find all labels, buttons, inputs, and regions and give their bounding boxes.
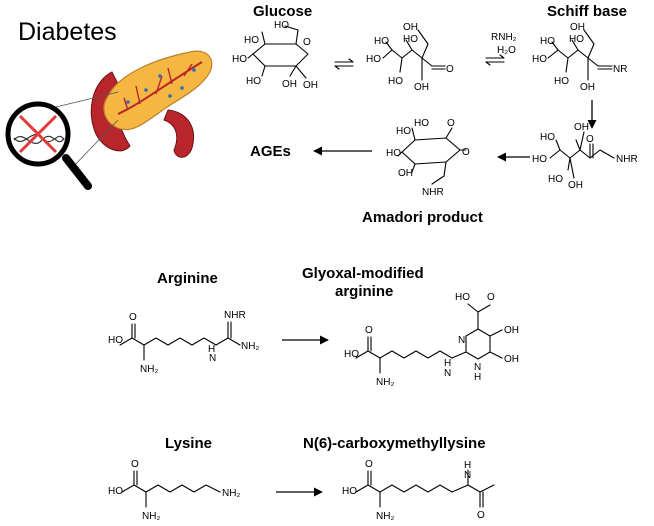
equilibrium-arrows <box>334 54 505 70</box>
atom-label: NH₂ <box>376 377 394 388</box>
atom-label: OH <box>580 82 595 93</box>
atom-label: HO <box>366 54 381 65</box>
atom-label: HO <box>274 20 289 31</box>
atom-label: HO <box>108 335 123 346</box>
atom-label: OH <box>504 325 519 336</box>
atom-label: O <box>462 147 470 158</box>
glucose-label: Glucose <box>253 3 312 20</box>
glucose-structure: HO O HO HO HO OH OH <box>232 20 318 91</box>
atom-label: NHR <box>224 310 246 321</box>
lysine-label: Lysine <box>165 435 212 452</box>
schiff-base-label: Schiff base <box>547 3 627 20</box>
atom-label: NH₂ <box>376 511 394 522</box>
atom-label: O <box>365 325 373 336</box>
amadori-structure: HO O HO HO O OH NHR <box>386 118 470 198</box>
atom-label: HO <box>569 34 584 45</box>
cml-structure: HO O NH₂ H N O <box>342 459 495 522</box>
reagent-amine: RNH₂ <box>491 32 517 43</box>
atom-label: H <box>474 372 481 383</box>
atom-label: H <box>464 460 471 471</box>
atom-label: HO <box>396 126 411 137</box>
atom-label: N <box>209 353 216 364</box>
atom-label: HO <box>244 35 259 46</box>
crossed-dna-icon <box>13 114 65 154</box>
arginine-label: Arginine <box>157 270 218 287</box>
atom-label: HO <box>232 54 247 65</box>
diabetes-title: Diabetes <box>18 18 117 46</box>
atom-label: NHR <box>422 187 444 198</box>
atom-label: OH <box>398 168 413 179</box>
atom-label: OH <box>403 22 418 33</box>
atom-label: OH <box>570 22 585 33</box>
atom-label: N <box>464 470 471 481</box>
atom-label: O <box>477 510 485 521</box>
cml-label: N(6)-carboxymethyllysine <box>303 435 486 452</box>
atom-label: HO <box>540 132 555 143</box>
atom-label: O <box>365 459 373 470</box>
ketoamine-structure: OH O HO HO HO OH NHR <box>532 122 638 191</box>
atom-label: OH <box>282 79 297 90</box>
atom-label: HO <box>388 76 403 87</box>
atom-label: HO <box>455 292 470 303</box>
open-chain-glucose: OH HO HO HO HO OH O <box>366 22 454 93</box>
lysine-structure: HO O NH₂ NH₂ <box>108 459 240 522</box>
zoom-line <box>51 91 119 109</box>
atom-label: HO <box>532 54 547 65</box>
atom-label: NH₂ <box>140 364 158 375</box>
atom-label: H <box>208 344 215 355</box>
zoom-line <box>69 119 119 171</box>
reagent-water: H₂O <box>497 45 516 56</box>
atom-label: HO <box>532 154 547 165</box>
atom-label: N <box>474 362 481 373</box>
atom-label: OH <box>504 354 519 365</box>
ages-label: AGEs <box>250 143 291 160</box>
atom-label: N <box>458 335 465 346</box>
atom-label: HO <box>344 349 359 360</box>
atom-label: NR <box>613 64 627 75</box>
glyoxal-label-1: Glyoxal-modified <box>302 265 424 282</box>
atom-label: OH <box>574 122 589 133</box>
atom-label: HO <box>414 118 429 129</box>
atom-label: NH₂ <box>241 341 259 352</box>
glyoxal-arginine-structure: HO O NH₂ H N N N H HO O OH OH <box>344 292 519 388</box>
amadori-label: Amadori product <box>362 209 483 226</box>
atom-label: OH <box>568 180 583 191</box>
atom-label: N <box>444 368 451 379</box>
atom-label: O <box>303 37 311 48</box>
atom-label: HO <box>374 36 389 47</box>
atom-label: HO <box>386 148 401 159</box>
schiff-base-structure: OH HO HO HO HO OH NR <box>532 22 627 93</box>
atom-label: HO <box>540 36 555 47</box>
atom-label: O <box>447 118 455 129</box>
arginine-structure: HO O NH₂ H N NHR NH₂ <box>108 310 259 375</box>
atom-label: O <box>446 64 454 75</box>
atom-label: O <box>129 312 137 323</box>
pancreas-icon <box>90 50 213 158</box>
glyoxal-label-2: arginine <box>335 283 393 300</box>
atom-label: HO <box>554 76 569 87</box>
atom-label: HO <box>403 34 418 45</box>
atom-label: O <box>131 459 139 470</box>
atom-label: HO <box>548 174 563 185</box>
atom-label: NHR <box>616 154 638 165</box>
atom-label: H <box>444 358 451 369</box>
atom-label: O <box>586 134 594 145</box>
atom-label: NH₂ <box>142 511 160 522</box>
atom-label: HO <box>246 76 261 87</box>
atom-label: OH <box>303 80 318 91</box>
atom-label: HO <box>108 486 123 497</box>
atom-label: HO <box>342 486 357 497</box>
atom-label: NH₂ <box>222 488 240 499</box>
atom-label: OH <box>414 82 429 93</box>
atom-label: O <box>487 292 495 303</box>
